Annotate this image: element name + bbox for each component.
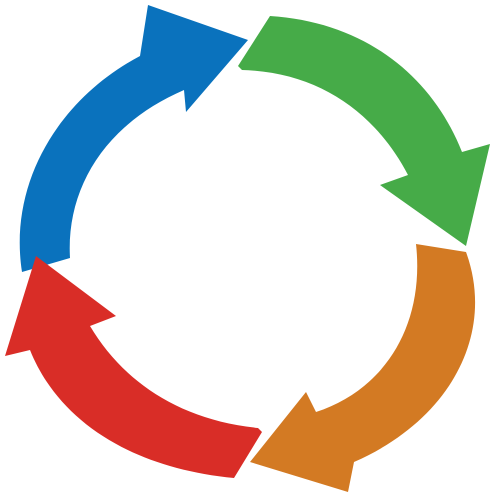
orange-cycle-arrow [250,244,476,492]
red-cycle-arrow [5,256,262,478]
green-cycle-arrow [238,16,490,246]
blue-cycle-arrow [19,5,249,272]
